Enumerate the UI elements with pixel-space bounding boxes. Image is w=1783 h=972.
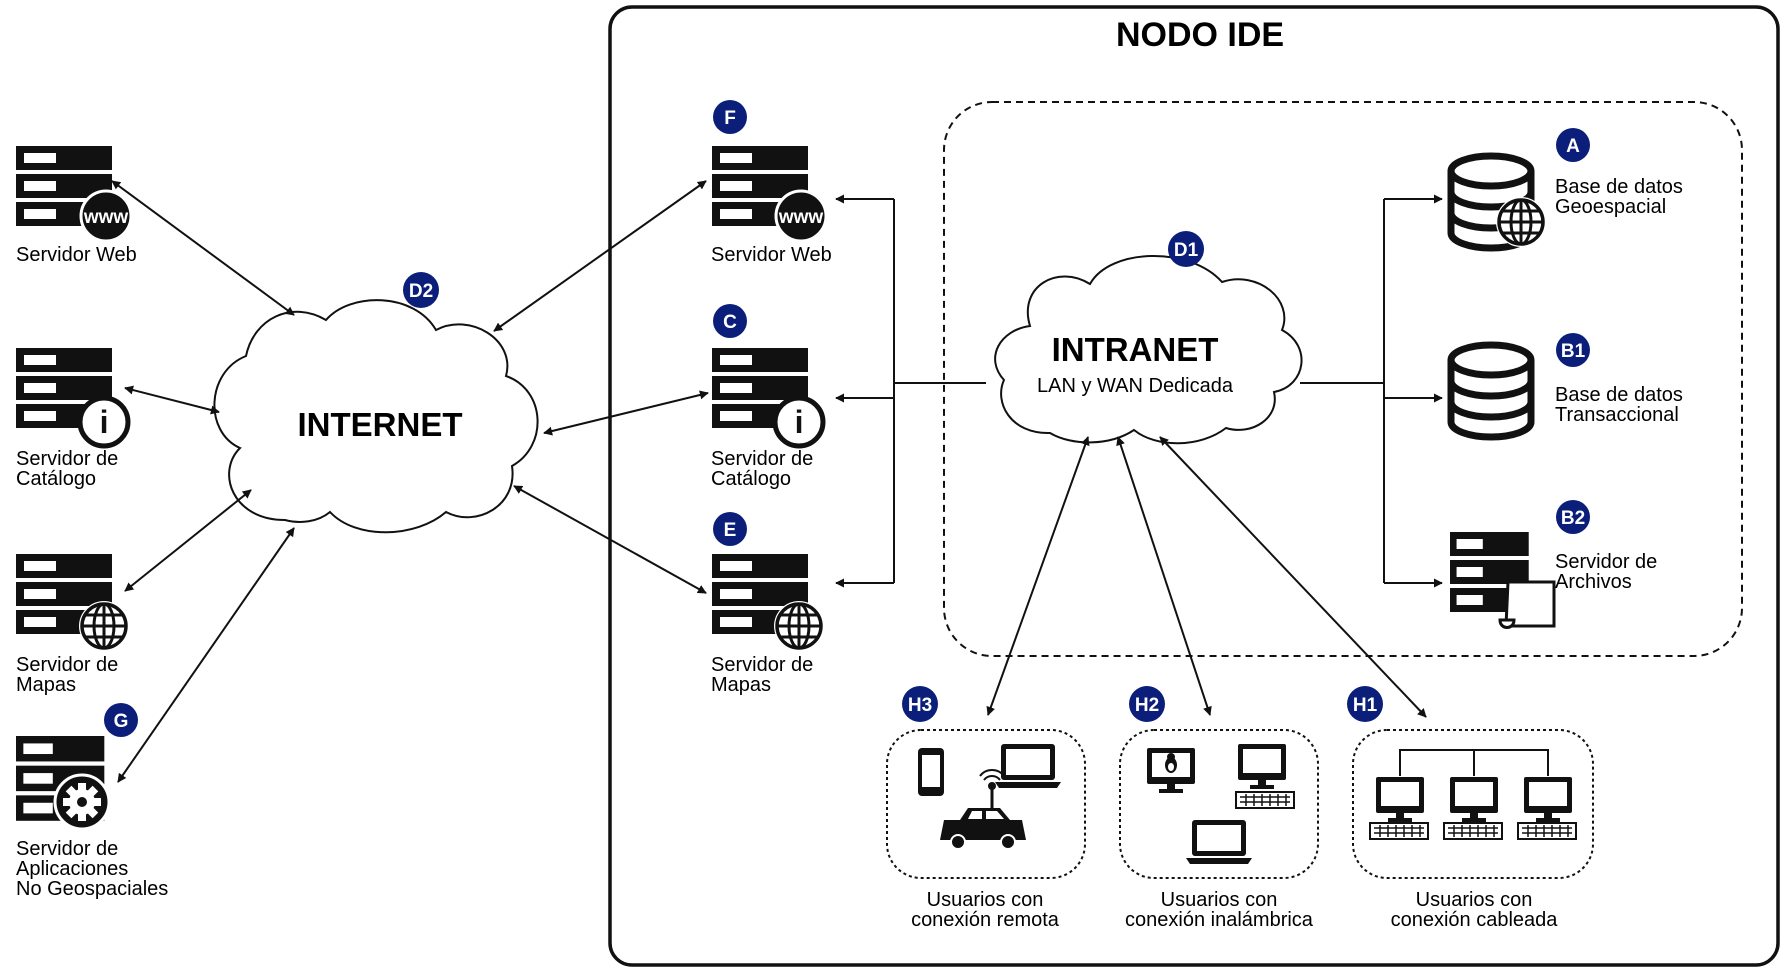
globe-icon xyxy=(77,599,131,653)
remote-users: H3 Usuarios con conexión remota xyxy=(902,686,1061,931)
badge-g xyxy=(104,703,138,737)
desktop-icon xyxy=(1376,777,1424,822)
svg-text:G: G xyxy=(114,711,129,732)
svg-text:conexión cableada: conexión cableada xyxy=(1391,909,1559,931)
svg-text:Catálogo: Catálogo xyxy=(16,468,96,490)
www-icon xyxy=(774,189,828,243)
nodo-ide-title: NODO IDE xyxy=(1116,16,1284,54)
external-web-server: Servidor Web xyxy=(16,146,137,266)
svg-text:Base de datos: Base de datos xyxy=(1555,384,1683,406)
info-icon xyxy=(80,398,128,446)
wired-network-bus xyxy=(1399,749,1549,776)
info-icon xyxy=(775,398,823,446)
file-server: B2 Servidor de Archivos xyxy=(1450,500,1657,629)
svg-text:conexión remota: conexión remota xyxy=(911,909,1060,931)
keyboard-icon xyxy=(1517,822,1577,840)
desktop-icon xyxy=(1450,777,1498,822)
svg-text:Servidor de: Servidor de xyxy=(16,448,118,470)
wired-users-group xyxy=(1352,729,1594,879)
geospatial-database: A Base de datos Geoespacial xyxy=(1451,128,1683,248)
laptop-icon xyxy=(995,744,1061,788)
badge-e xyxy=(713,512,747,546)
badge-h1 xyxy=(1347,686,1383,722)
remote-users-group xyxy=(886,729,1086,879)
svg-text:Usuarios con: Usuarios con xyxy=(927,889,1044,911)
svg-text:Mapas: Mapas xyxy=(711,674,771,696)
document-scroll-icon xyxy=(1498,580,1556,629)
laptop-icon xyxy=(1186,820,1252,864)
svg-text:F: F xyxy=(724,108,736,129)
badge-d2 xyxy=(403,272,439,308)
svg-text:H2: H2 xyxy=(1135,695,1159,716)
intranet-subtitle: LAN y WAN Dedicada xyxy=(1037,375,1234,397)
intranet-title: INTRANET xyxy=(1052,331,1219,368)
badge-b1 xyxy=(1556,333,1590,367)
badge-a xyxy=(1556,128,1590,162)
svg-text:Aplicaciones: Aplicaciones xyxy=(16,858,128,880)
svg-text:B2: B2 xyxy=(1561,508,1585,529)
external-map-server: Servidor de Mapas xyxy=(16,554,131,696)
svg-text:Servidor de: Servidor de xyxy=(711,654,813,676)
svg-text:Servidor Web: Servidor Web xyxy=(711,244,832,266)
linux-penguin-icon xyxy=(1165,753,1177,773)
svg-text:Usuarios con: Usuarios con xyxy=(1161,889,1278,911)
svg-text:Base de datos: Base de datos xyxy=(1555,176,1683,198)
svg-text:Usuarios con: Usuarios con xyxy=(1416,889,1533,911)
svg-text:D1: D1 xyxy=(1174,240,1199,261)
external-apps-server: G Servidor de Aplicaciones No Geospacial… xyxy=(16,703,168,900)
globe-icon xyxy=(772,599,826,653)
internet-title: INTERNET xyxy=(298,406,463,443)
wireless-users: H2 Usuarios con conexión inalámbrica xyxy=(1125,686,1314,931)
keyboard-icon xyxy=(1443,822,1503,840)
badge-d1 xyxy=(1168,231,1204,267)
svg-text:No Geospaciales: No Geospaciales xyxy=(16,878,168,900)
node-map-server: E Servidor de Mapas xyxy=(711,512,826,696)
globe-icon xyxy=(1494,195,1548,249)
wired-users: H1 Usuarios con conexión cableada xyxy=(1347,686,1577,931)
svg-text:Archivos: Archivos xyxy=(1555,571,1632,593)
external-catalog-server: Servidor de Catálogo xyxy=(16,348,128,490)
transactional-database: B1 Base de datos Transaccional xyxy=(1451,333,1683,437)
gear-icon xyxy=(53,773,111,831)
svg-text:Servidor de: Servidor de xyxy=(1555,551,1657,573)
desktop-icon xyxy=(1524,777,1572,822)
badge-c xyxy=(713,304,747,338)
connectors xyxy=(111,180,1443,783)
desktop-icon xyxy=(1238,744,1286,789)
svg-text:Mapas: Mapas xyxy=(16,674,76,696)
svg-text:Servidor de: Servidor de xyxy=(711,448,813,470)
svg-text:D2: D2 xyxy=(409,281,433,302)
keyboard-icon xyxy=(1369,822,1429,840)
svg-text:conexión inalámbrica: conexión inalámbrica xyxy=(1125,909,1314,931)
wireless-users-group xyxy=(1119,729,1319,879)
node-web-server: F Servidor Web xyxy=(711,100,832,266)
svg-text:Catálogo: Catálogo xyxy=(711,468,791,490)
svg-text:Servidor de: Servidor de xyxy=(16,838,118,860)
smartphone-icon xyxy=(918,748,944,796)
car-antenna-icon xyxy=(940,769,1026,850)
keyboard-icon xyxy=(1235,791,1295,809)
svg-text:B1: B1 xyxy=(1561,341,1586,362)
node-catalog-server: C Servidor de Catálogo xyxy=(711,304,823,490)
badge-f xyxy=(713,100,747,134)
badge-h2 xyxy=(1129,686,1165,722)
svg-text:E: E xyxy=(724,520,737,541)
svg-text:Servidor Web: Servidor Web xyxy=(16,244,137,266)
www-icon xyxy=(79,189,133,243)
svg-text:H3: H3 xyxy=(908,695,932,716)
badge-b2 xyxy=(1556,500,1590,534)
svg-text:Geoespacial: Geoespacial xyxy=(1555,196,1666,218)
svg-text:Transaccional: Transaccional xyxy=(1555,404,1679,426)
svg-text:C: C xyxy=(723,312,737,333)
svg-text:Servidor de: Servidor de xyxy=(16,654,118,676)
svg-text:H1: H1 xyxy=(1353,695,1378,716)
badge-h3 xyxy=(902,686,938,722)
svg-text:A: A xyxy=(1566,136,1580,157)
